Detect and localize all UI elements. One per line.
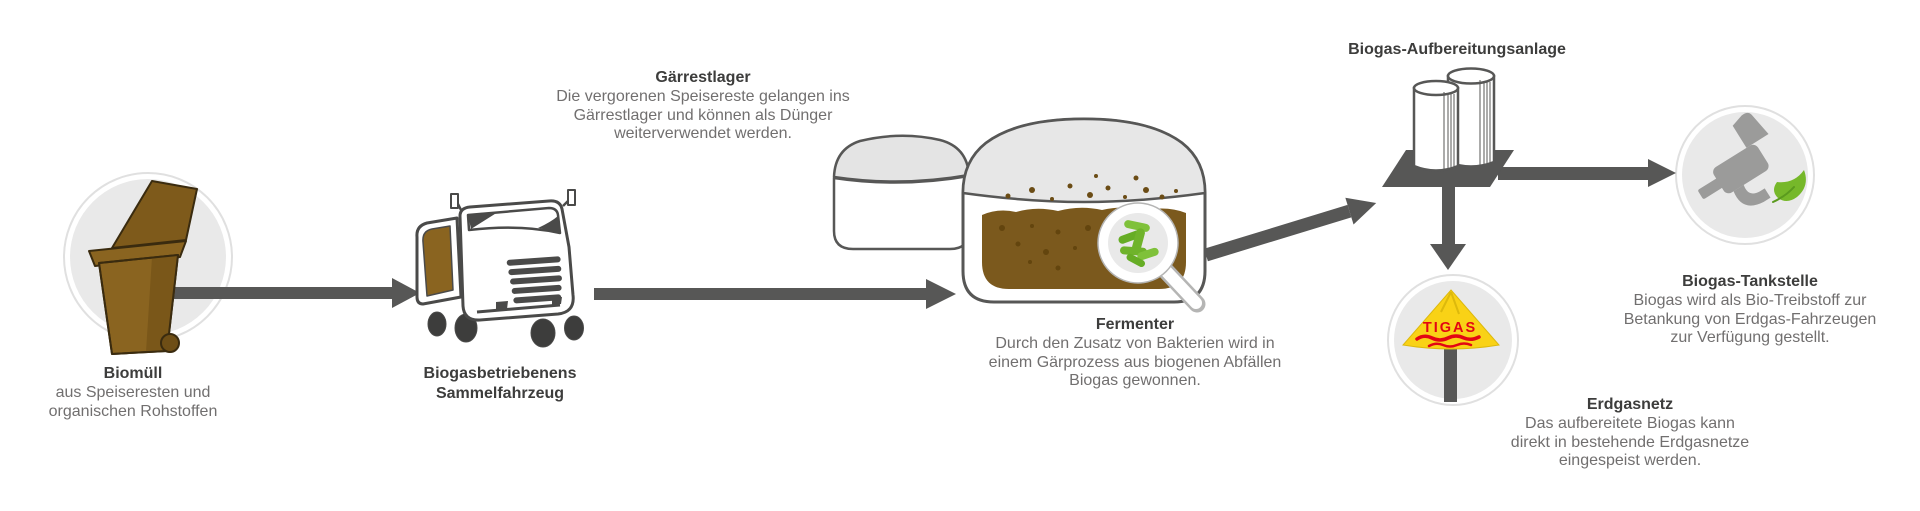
tankstelle-desc-line: Betankung von Erdgas-Fahrzeugen	[1623, 310, 1877, 328]
fermenter-tank-icon	[961, 117, 1207, 313]
truck-headlight	[496, 301, 508, 310]
erdgasnetz-desc-line: direkt in bestehende Erdgasnetze	[1510, 433, 1750, 451]
arrow-biomuell-to-truck	[150, 278, 420, 308]
truck-visor-right	[538, 216, 560, 233]
gaerrestlager-desc-line: Gärrestlager und können als Dünger	[573, 106, 833, 124]
sammelfahrzeug-title-line: Biogasbetriebenens	[423, 365, 577, 382]
tankstelle-desc-line: Biogas wird als Bio-Treibstoff zur	[1633, 292, 1867, 309]
fermenter-dome	[961, 117, 1207, 204]
sammelfahrzeug-title-line: Sammelfahrzeug	[435, 385, 565, 402]
arrow-plant-to-tankstelle	[1498, 159, 1676, 187]
storage-tank-body	[832, 174, 971, 251]
gaerrestlager-caption: Gärrestlager Die vergorenen Speisereste …	[556, 68, 850, 144]
biomuell-title: Biomüll	[103, 365, 163, 382]
erdgasnetz-desc-line: eingespeist werden.	[1558, 452, 1702, 469]
biomuell-desc-line: aus Speiseresten und	[55, 384, 211, 401]
truck-wheel	[427, 311, 447, 337]
erdgasnetz-desc-line: Das aufbereitete Biogas kann	[1525, 415, 1735, 432]
gaerrestlager-desc-line: Die vergorenen Speisereste gelangen ins	[556, 88, 850, 105]
truck-headlight	[552, 297, 562, 305]
fermenter-desc-line: Biogas gewonnen.	[1069, 372, 1201, 389]
tankstelle-desc-line: zur Verfügung gestellt.	[1670, 329, 1830, 346]
nozzle-trigger-guard	[1733, 184, 1771, 206]
truck-bumper	[476, 303, 561, 314]
biomuell-desc-line: organischen Rohstoffen	[48, 402, 218, 420]
fuel-pump-nozzle-icon	[1698, 112, 1806, 206]
plant-cylinder-left	[1412, 79, 1460, 172]
bio-waste-bin-icon	[88, 180, 198, 355]
biogas-upgrading-plant-icon	[1382, 67, 1514, 187]
magnifier-icon	[1097, 202, 1206, 313]
sign-triangle	[1402, 289, 1500, 350]
fermenter-caption: Fermenter Durch den Zusatz von Bakterien…	[989, 315, 1282, 391]
collection-truck-icon	[415, 189, 584, 348]
leaf-stem	[1772, 186, 1795, 203]
tigas-sign-label: TIGAS	[1423, 320, 1477, 336]
sammelfahrzeug-caption: Biogasbetriebenens Sammelfahrzeug	[424, 364, 577, 404]
bacteria-icon	[1118, 220, 1159, 267]
truck-mirror	[567, 189, 576, 206]
bin-wheel	[160, 333, 180, 353]
truck-wheel	[530, 318, 556, 348]
truck-visor-left	[468, 212, 498, 229]
arrow-truck-to-fermenter	[594, 279, 956, 309]
tankstelle-caption: Biogas-Tankstelle Biogas wird als Bio-Tr…	[1624, 272, 1877, 348]
erdgasnetz-caption: Erdgasnetz Das aufbereitete Biogas kann …	[1511, 395, 1749, 471]
tankstelle-title: Biogas-Tankstelle	[1682, 273, 1818, 290]
truck-grille	[506, 256, 562, 304]
gaerrestlager-title: Gärrestlager	[655, 69, 751, 86]
tigas-sign-icon: TIGAS	[1402, 289, 1500, 402]
bin-body-shade	[146, 255, 178, 352]
sign-fold-lines	[1440, 291, 1460, 315]
sign-post	[1444, 344, 1457, 402]
biomuell-caption: Biomüll aus Speiseresten und organischen…	[49, 364, 218, 421]
digestate-storage-tank-icon	[832, 134, 971, 251]
fermenter-bubbles	[1005, 174, 1178, 201]
truck-wheel	[564, 315, 584, 341]
truck-mirror	[450, 193, 459, 209]
truck-tarp	[422, 225, 454, 297]
arrow-fermenter-to-plant	[1204, 197, 1377, 262]
storage-tank-dome	[832, 134, 971, 183]
aufbereitungsanlage-title: Biogas-Aufbereitungsanlage	[1348, 41, 1566, 58]
nozzle-body	[1713, 144, 1769, 194]
leaf-icon	[1774, 170, 1806, 201]
aufbereitungsanlage-caption: Biogas-Aufbereitungsanlage	[1348, 40, 1566, 60]
bin-rim	[88, 240, 187, 267]
sign-wave-small	[1427, 342, 1473, 348]
arrow-plant-to-erdgasnetz	[1430, 186, 1466, 270]
fermenter-desc-line: einem Gärprozess aus biogenen Abfällen	[988, 353, 1282, 371]
sign-wave-large	[1415, 334, 1481, 342]
fermenter-title: Fermenter	[1095, 316, 1175, 333]
nozzle-handle	[1732, 112, 1769, 148]
gaerrestlager-desc-line: weiterverwendet werden.	[614, 125, 792, 142]
fermenter-desc-line: Durch den Zusatz von Bakterien wird in	[995, 335, 1275, 352]
process-arrows	[150, 159, 1676, 309]
erdgasnetz-title: Erdgasnetz	[1586, 396, 1674, 413]
